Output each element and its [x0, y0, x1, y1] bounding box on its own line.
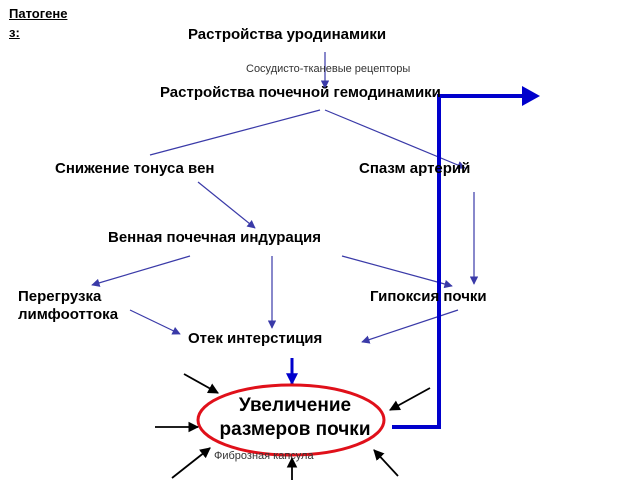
arrow-lymph-overload-to-edema: [129, 309, 181, 335]
external-arrow-bottom-right: [373, 449, 399, 477]
external-pressure-arrows: [155, 373, 431, 480]
node-renal-hemodynamics: Растройства почечной гемодинамики: [160, 84, 441, 101]
flow-arrows: [91, 52, 479, 344]
node-vein-tone: Снижение тонуса вен: [55, 160, 215, 177]
node-lymph-overload-line1: Перегрузка: [18, 288, 102, 305]
external-arrow-bottom-left: [171, 447, 211, 479]
node-kidney-enlargement-line2: размеров почки: [219, 419, 371, 440]
node-urodynamics: Растройства уродинамики: [188, 26, 387, 43]
external-arrow-top-left: [183, 373, 219, 394]
slide-title-line1: Патогене: [9, 6, 68, 21]
feedback-loop-arrowhead: [522, 86, 540, 106]
node-kidney-hypoxia: Гипоксия почки: [370, 288, 487, 305]
arrow-vein-tone-to-induration: [197, 181, 256, 229]
arrow-induration-to-hypoxia: [341, 255, 453, 289]
node-kidney-enlargement-line1: Увеличение: [238, 395, 352, 416]
arrow-hemodynamics-to-vein-tone: [149, 109, 321, 156]
node-artery-spasm: Спазм артерий: [359, 160, 471, 177]
external-arrow-top-right: [389, 387, 431, 411]
node-venous-induration: Венная почечная индурация: [108, 229, 321, 246]
node-interstitial-edema: Отек интерстиция: [188, 330, 323, 347]
slide-title-line2: з:: [9, 25, 20, 40]
node-fibrous-capsule: Фиброзная капсула: [214, 450, 314, 462]
arrow-hypoxia-to-edema: [361, 309, 459, 344]
kidney-enlargement-ellipse: [196, 383, 386, 457]
arrow-induration-to-lymph-overload: [91, 255, 191, 287]
arrow-hemodynamics-to-artery-spasm: [324, 109, 466, 169]
feedback-loop-arrow: [392, 94, 536, 429]
node-lymph-overload-line2: лимфооттока: [18, 306, 119, 323]
node-receptors: Сосудисто-тканевые рецепторы: [246, 63, 411, 75]
